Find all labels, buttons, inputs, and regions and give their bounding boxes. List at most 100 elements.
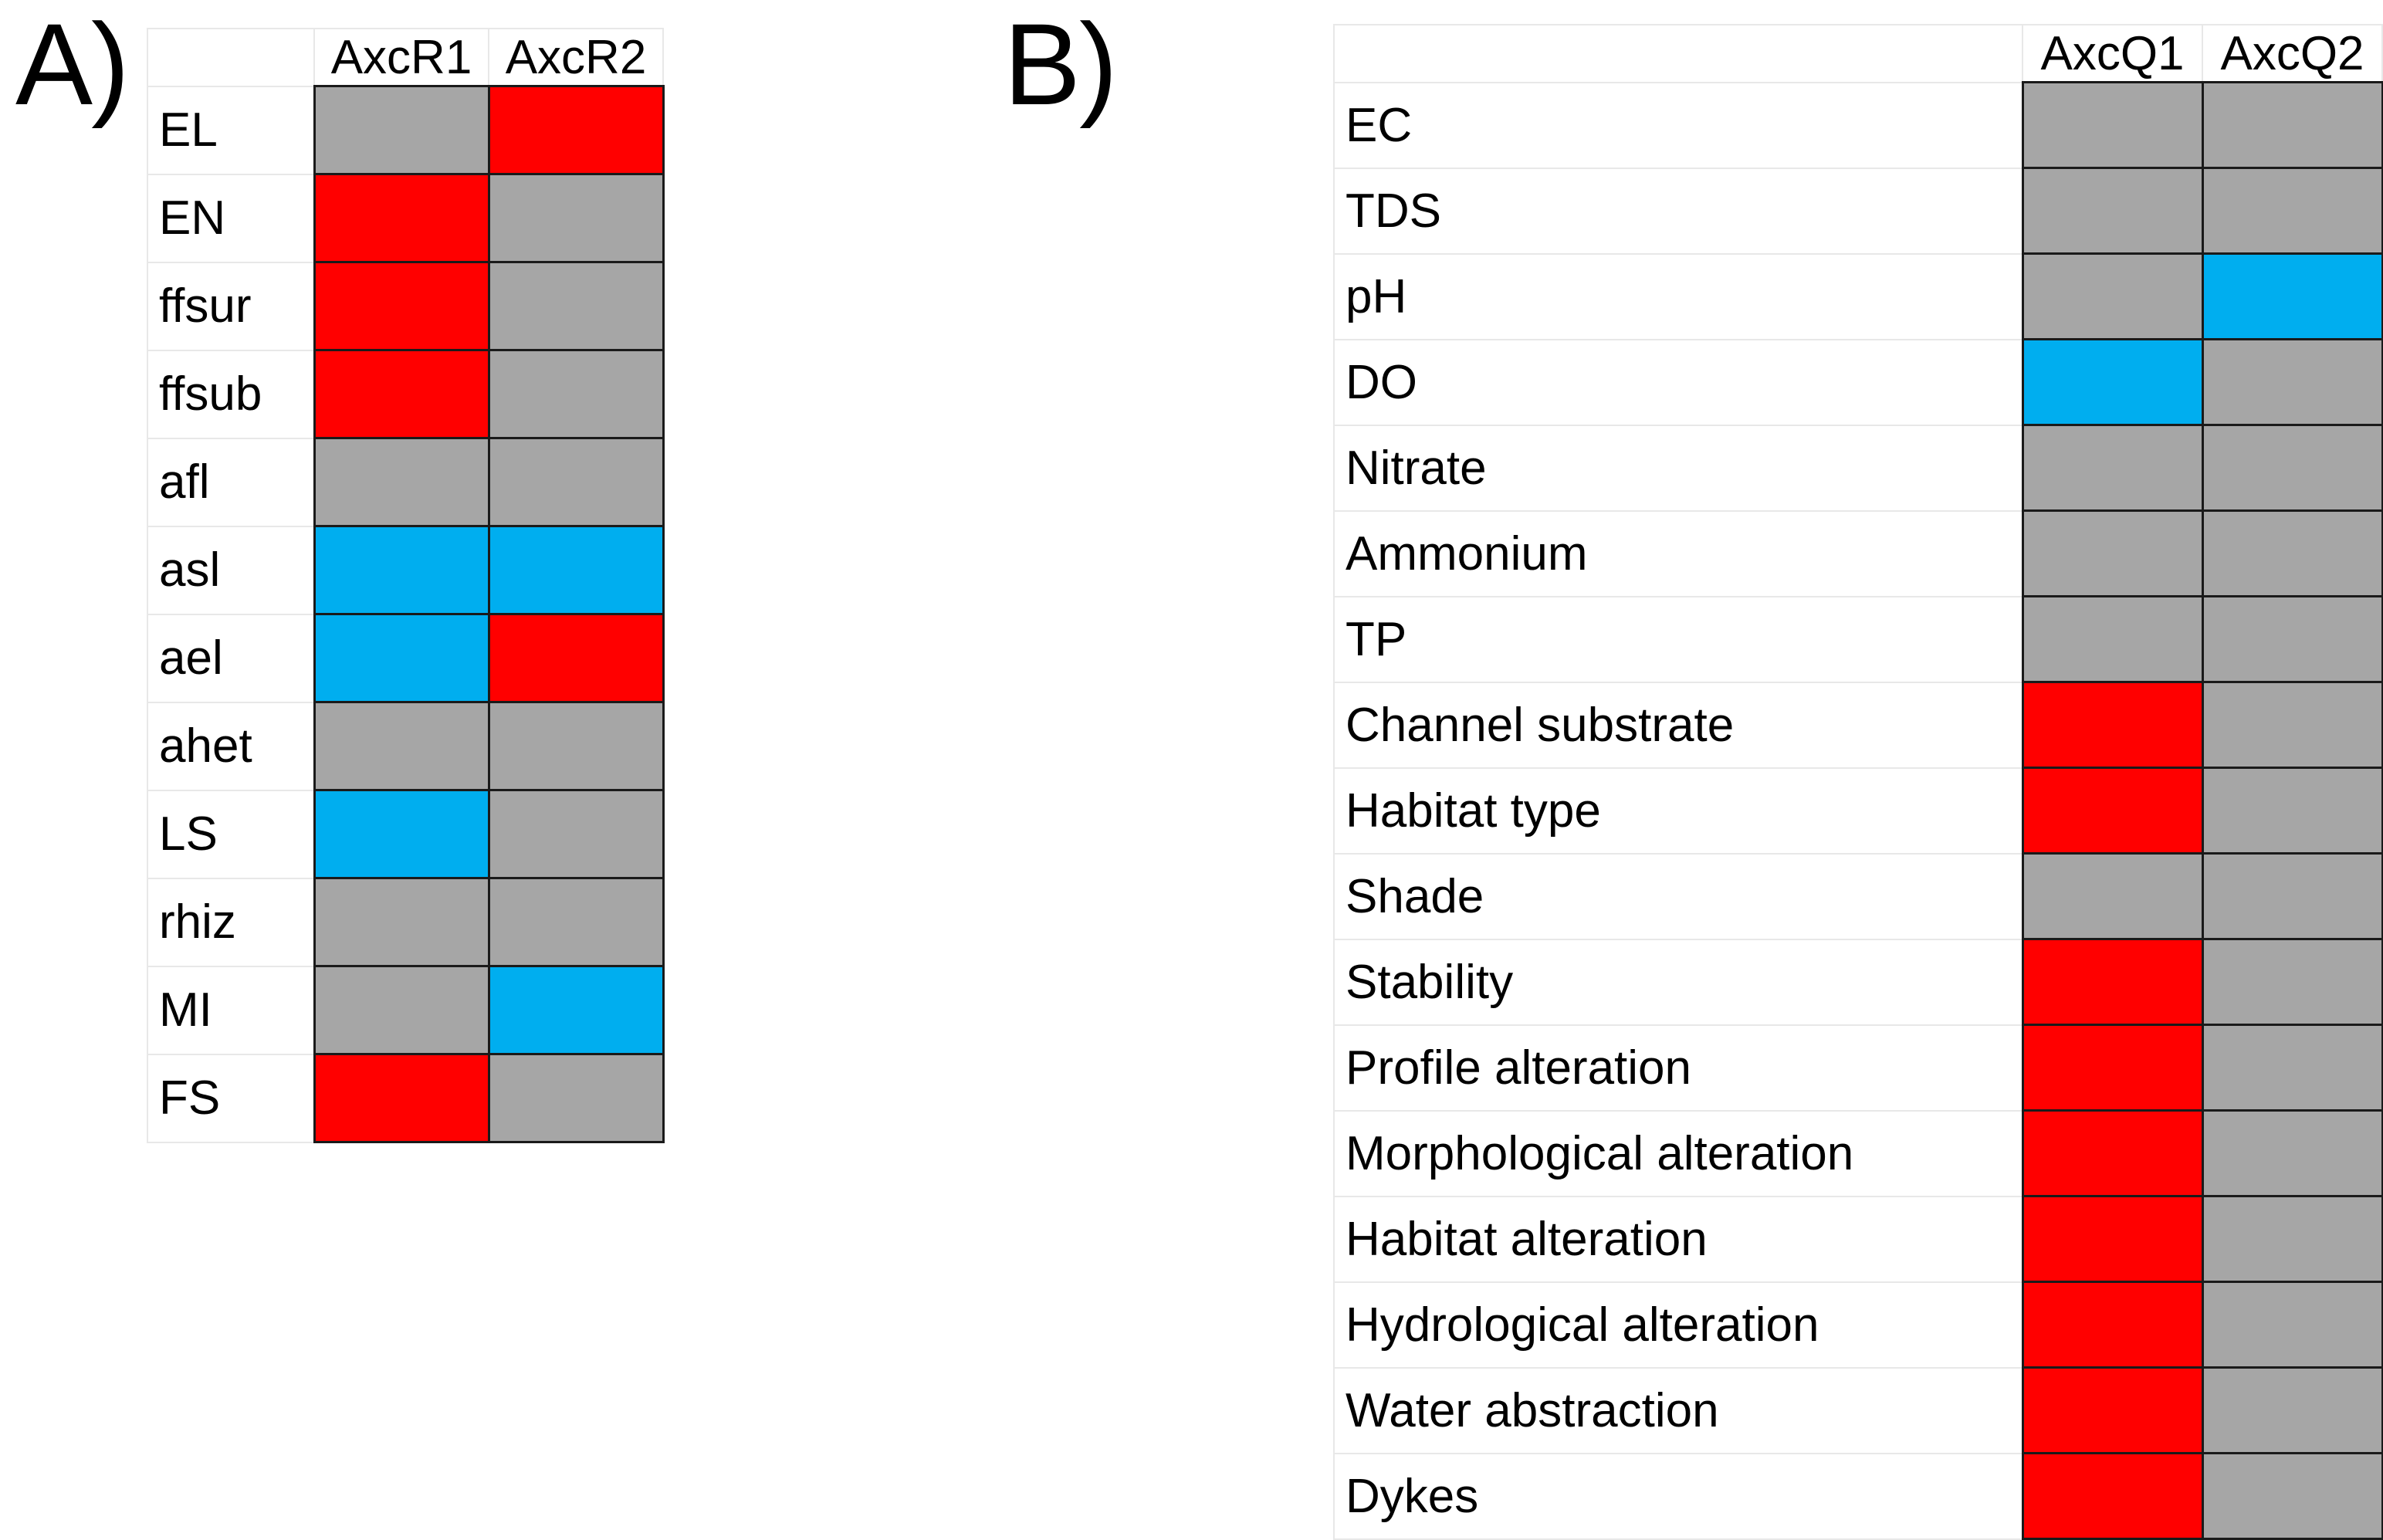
table-row: Nitrate: [1333, 424, 2383, 512]
matrix-cell-gray: [2201, 852, 2383, 940]
matrix-cell-gray: [2021, 852, 2204, 940]
row-label: DO: [1333, 338, 2023, 426]
matrix-cell-red: [2021, 681, 2204, 769]
row-label: TP: [1333, 595, 2023, 683]
matrix-cell-gray: [2201, 424, 2383, 512]
table-row: EC: [1333, 81, 2383, 169]
table-row: Hydrological alteration: [1333, 1281, 2383, 1369]
matrix-cell-red: [313, 1053, 490, 1143]
matrix-cell-gray: [2201, 1452, 2383, 1540]
table-row: asl: [147, 525, 665, 615]
matrix-cell-gray: [2021, 167, 2204, 255]
matrix-cell-gray: [2201, 595, 2383, 683]
row-label: EL: [147, 85, 315, 175]
table-row: Channel substrate: [1333, 681, 2383, 769]
matrix-cell-gray: [2201, 338, 2383, 426]
table-row: Morphological alteration: [1333, 1109, 2383, 1197]
matrix-cell-gray: [487, 701, 665, 791]
matrix-cell-gray: [2021, 81, 2204, 169]
matrix-cell-blue: [2201, 252, 2383, 340]
matrix-cell-red: [2021, 767, 2204, 855]
table-row: EN: [147, 173, 665, 263]
table-row: ffsub: [147, 349, 665, 439]
matrix-cell-gray: [2201, 81, 2383, 169]
column-header-axcq1: AxcQ1: [2022, 24, 2203, 83]
row-label: ffsur: [147, 261, 315, 351]
matrix-cell-gray: [487, 437, 665, 527]
matrix-cell-gray: [313, 877, 490, 967]
row-label: FS: [147, 1053, 315, 1143]
matrix-cell-red: [487, 613, 665, 703]
row-label: pH: [1333, 252, 2023, 340]
matrix-cell-gray: [2201, 509, 2383, 597]
row-label: EC: [1333, 81, 2023, 169]
matrix-cell-gray: [313, 85, 490, 175]
matrix-cell-red: [487, 85, 665, 175]
matrix-cell-gray: [2021, 252, 2204, 340]
column-header-axcq2: AxcQ2: [2202, 24, 2383, 83]
matrix-cell-gray: [487, 789, 665, 879]
row-label: ahet: [147, 701, 315, 791]
matrix-cell-red: [2021, 1366, 2204, 1454]
matrix-cell-gray: [487, 173, 665, 263]
row-label: TDS: [1333, 167, 2023, 255]
row-label: MI: [147, 965, 315, 1055]
matrix-cell-blue: [487, 965, 665, 1055]
table-row: pH: [1333, 252, 2383, 340]
table-row: LS: [147, 789, 665, 879]
table-row: TP: [1333, 595, 2383, 683]
table-row: EL: [147, 85, 665, 175]
matrix-cell-gray: [2021, 424, 2204, 512]
table-row: Dykes: [1333, 1452, 2383, 1540]
matrix-cell-red: [2021, 1024, 2204, 1112]
matrix-cell-blue: [313, 613, 490, 703]
matrix-cell-gray: [2201, 1109, 2383, 1197]
matrix-cell-blue: [313, 789, 490, 879]
table-row: Water abstraction: [1333, 1366, 2383, 1454]
row-label: Shade: [1333, 852, 2023, 940]
header-corner-blank: [1333, 24, 2023, 83]
header-corner-blank: [147, 28, 315, 87]
row-label: Dykes: [1333, 1452, 2023, 1540]
table-row: Ammonium: [1333, 509, 2383, 597]
panel-a-label: A): [15, 0, 130, 129]
row-label: asl: [147, 525, 315, 615]
table-row: rhiz: [147, 877, 665, 967]
row-label: ael: [147, 613, 315, 703]
matrix-cell-gray: [313, 701, 490, 791]
table-row: ael: [147, 613, 665, 703]
table-row: afl: [147, 437, 665, 527]
row-label: Morphological alteration: [1333, 1109, 2023, 1197]
matrix-cell-red: [2021, 1195, 2204, 1283]
matrix-cell-red: [2021, 938, 2204, 1026]
row-label: rhiz: [147, 877, 315, 967]
row-label: Water abstraction: [1333, 1366, 2023, 1454]
table-row: Shade: [1333, 852, 2383, 940]
matrix-cell-gray: [313, 437, 490, 527]
matrix-cell-gray: [2201, 1281, 2383, 1369]
row-label: Habitat alteration: [1333, 1195, 2023, 1283]
matrix-cell-gray: [2201, 167, 2383, 255]
row-label: Habitat type: [1333, 767, 2023, 855]
row-label: Nitrate: [1333, 424, 2023, 512]
matrix-cell-gray: [2021, 509, 2204, 597]
table-row: DO: [1333, 338, 2383, 426]
matrix-cell-gray: [313, 965, 490, 1055]
table-row: TDS: [1333, 167, 2383, 255]
matrix-cell-gray: [487, 349, 665, 439]
table-row: Stability: [1333, 938, 2383, 1026]
table-row: ahet: [147, 701, 665, 791]
matrix-cell-gray: [2201, 681, 2383, 769]
row-label: Hydrological alteration: [1333, 1281, 2023, 1369]
matrix-cell-gray: [487, 261, 665, 351]
matrix-cell-red: [313, 173, 490, 263]
row-label: ffsub: [147, 349, 315, 439]
row-label: afl: [147, 437, 315, 527]
row-label: Profile alteration: [1333, 1024, 2023, 1112]
row-label: EN: [147, 173, 315, 263]
